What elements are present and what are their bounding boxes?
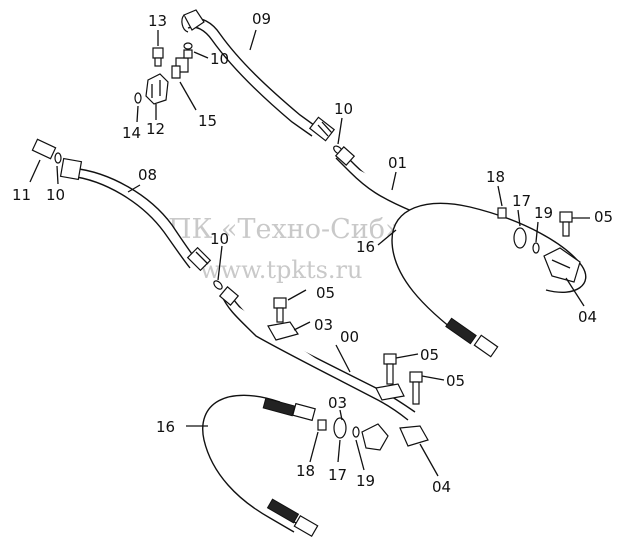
hose-09 — [181, 9, 343, 155]
hose-16-upper — [391, 202, 587, 358]
label-00: 00 — [340, 328, 359, 346]
label-05: 05 — [316, 284, 335, 302]
label-10: 10 — [46, 186, 65, 204]
label-17: 17 — [512, 192, 531, 210]
label-05: 05 — [420, 346, 439, 364]
hose-08 — [31, 138, 223, 290]
clamp-assembly-lower — [317, 417, 429, 451]
label-05: 05 — [446, 372, 465, 390]
watermark-url: www.tpkts.ru — [200, 256, 362, 284]
label-09: 09 — [252, 10, 271, 28]
watermark: ТПК «Техно-Сиб» www.tpkts.ru — [150, 214, 402, 284]
label-10: 10 — [210, 50, 229, 68]
label-08: 08 — [138, 166, 157, 184]
label-05: 05 — [594, 208, 613, 226]
label-15: 15 — [198, 112, 217, 130]
label-18: 18 — [486, 168, 505, 186]
label-10: 10 — [210, 230, 229, 248]
label-16: 16 — [356, 238, 375, 256]
label-19: 19 — [534, 204, 553, 222]
label-16: 16 — [156, 418, 175, 436]
leader-lines — [29, 29, 590, 477]
label-01: 01 — [388, 154, 407, 172]
label-12: 12 — [146, 120, 165, 138]
label-19: 19 — [356, 472, 375, 490]
label-11: 11 — [12, 186, 31, 204]
hose-16-lower — [202, 394, 319, 538]
label-04: 04 — [432, 478, 451, 496]
clamp-assembly-upper — [497, 207, 581, 283]
label-10: 10 — [334, 100, 353, 118]
label-04: 04 — [578, 308, 597, 326]
clamp-assembly-middle — [267, 297, 423, 405]
label-14: 14 — [122, 124, 141, 142]
label-18: 18 — [296, 462, 315, 480]
label-03: 03 — [328, 394, 347, 412]
label-13: 13 — [148, 12, 167, 30]
label-17: 17 — [328, 466, 347, 484]
label-03: 03 — [314, 316, 333, 334]
parts-13-15-12-14 — [134, 42, 193, 105]
watermark-company: ТПК «Техно-Сиб» — [150, 214, 402, 245]
part-labels: 13 09 10 15 12 14 10 01 08 11 10 18 17 1… — [12, 10, 613, 496]
